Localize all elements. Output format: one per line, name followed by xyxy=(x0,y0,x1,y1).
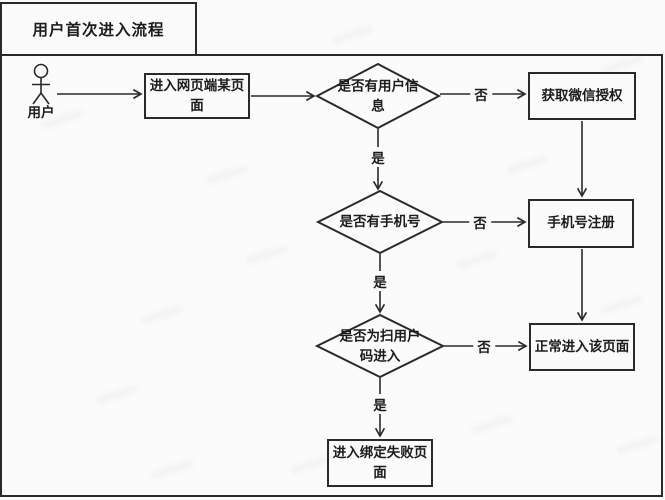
decision-shape-scan-user-code xyxy=(314,313,446,379)
decision-scan-user-code-label: 是否为扫用户码进入 xyxy=(339,328,421,363)
edge-label-no-user-info: 否 xyxy=(470,84,492,104)
node-phone-register: 手机号注册 xyxy=(528,199,634,248)
edge-label-yes-scan-code: 是 xyxy=(369,394,391,414)
node-enter-page-label: 进入网页端某页面 xyxy=(149,77,245,113)
decision-shape-has-phone xyxy=(315,189,445,255)
node-phone-register-label: 手机号注册 xyxy=(547,215,615,231)
decision-has-phone-label: 是否有手机号 xyxy=(339,214,421,230)
edge-label-no-phone: 否 xyxy=(469,212,491,232)
actor-head xyxy=(33,63,49,79)
node-get-wechat-auth-label: 获取微信授权 xyxy=(541,87,623,103)
node-bind-fail-page-label: 进入绑定失败页面 xyxy=(332,444,428,480)
node-enter-page-normally: 正常进入该页面 xyxy=(529,323,635,371)
decision-shape-has-user-info xyxy=(314,62,442,130)
decision-has-user-info-label: 是否有用户信息 xyxy=(337,78,419,113)
edge-label-no-scan-code: 否 xyxy=(473,336,495,356)
node-enter-page: 进入网页端某页面 xyxy=(144,73,250,119)
actor-legs xyxy=(32,92,50,105)
edge-label-yes-phone: 是 xyxy=(369,271,391,291)
node-bind-fail-page: 进入绑定失败页面 xyxy=(327,439,433,487)
actor-label: 用户 xyxy=(27,105,55,120)
node-get-wechat-auth: 获取微信授权 xyxy=(528,72,636,120)
title-box: 用户首次进入流程 xyxy=(0,2,197,56)
actor-figure xyxy=(32,63,50,105)
node-enter-page-normally-label: 正常进入该页面 xyxy=(534,338,630,354)
page-title: 用户首次进入流程 xyxy=(32,22,165,39)
edge-label-yes-user-info: 是 xyxy=(367,147,389,167)
flow-arrows xyxy=(57,88,588,438)
